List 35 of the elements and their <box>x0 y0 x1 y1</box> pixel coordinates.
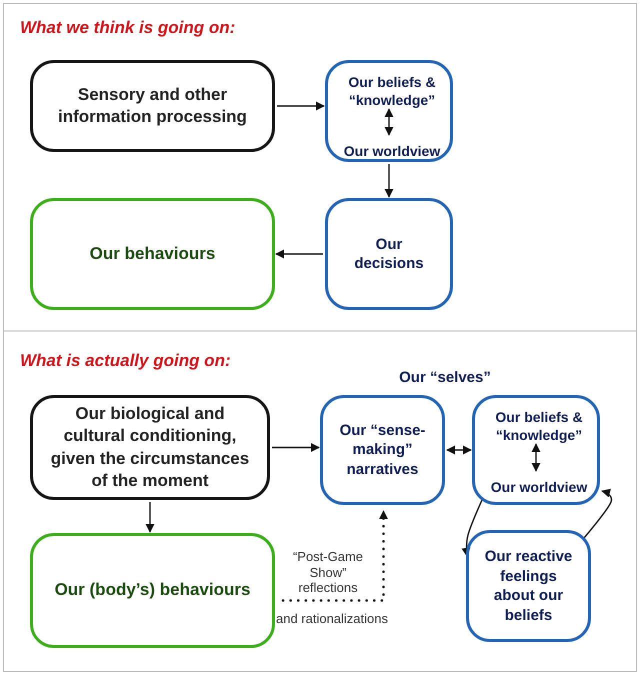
process-box <box>466 530 591 642</box>
group-heading: Our “selves” <box>398 368 492 388</box>
arrow <box>583 488 612 538</box>
node-text: Our beliefs & “knowledge” <box>333 73 451 109</box>
arrow <box>446 446 472 454</box>
dotted-arrow <box>282 510 388 602</box>
process-box <box>320 395 445 505</box>
arrow <box>384 108 394 136</box>
box-label: Our biological and cultural conditioning, given the circumstances of the moment <box>50 403 250 492</box>
box-label: Our behaviours <box>90 242 216 265</box>
box-label: Our reactive feelings about our beliefs <box>484 547 574 625</box>
process-box <box>30 395 270 500</box>
arrow <box>272 443 320 452</box>
arrow <box>146 502 154 533</box>
node-text: Our worldview <box>333 141 451 161</box>
box-label: Sensory and other information processing <box>57 84 248 128</box>
process-box <box>30 60 275 152</box>
group-box <box>325 60 453 162</box>
behaviour-box <box>30 198 275 310</box>
section-heading: What is actually going on: <box>20 350 232 372</box>
process-box <box>325 198 453 310</box>
box-label: Our (body’s) behaviours <box>54 579 250 602</box>
group-box <box>472 395 600 505</box>
box-label: Our “sense-making” narratives <box>338 420 426 480</box>
behaviour-box <box>30 533 275 648</box>
arrow <box>532 443 540 472</box>
section-heading: What we think is going on: <box>20 18 236 38</box>
arrow <box>277 102 325 110</box>
node-text: Our beliefs & “knowledge” <box>480 408 598 444</box>
arrow <box>384 164 394 198</box>
node-text: Our worldview <box>480 477 598 497</box>
arrow <box>462 500 483 557</box>
box-label: Our decisions <box>353 234 425 274</box>
note-text: and rationalizations <box>274 611 390 628</box>
arrow <box>275 250 323 258</box>
